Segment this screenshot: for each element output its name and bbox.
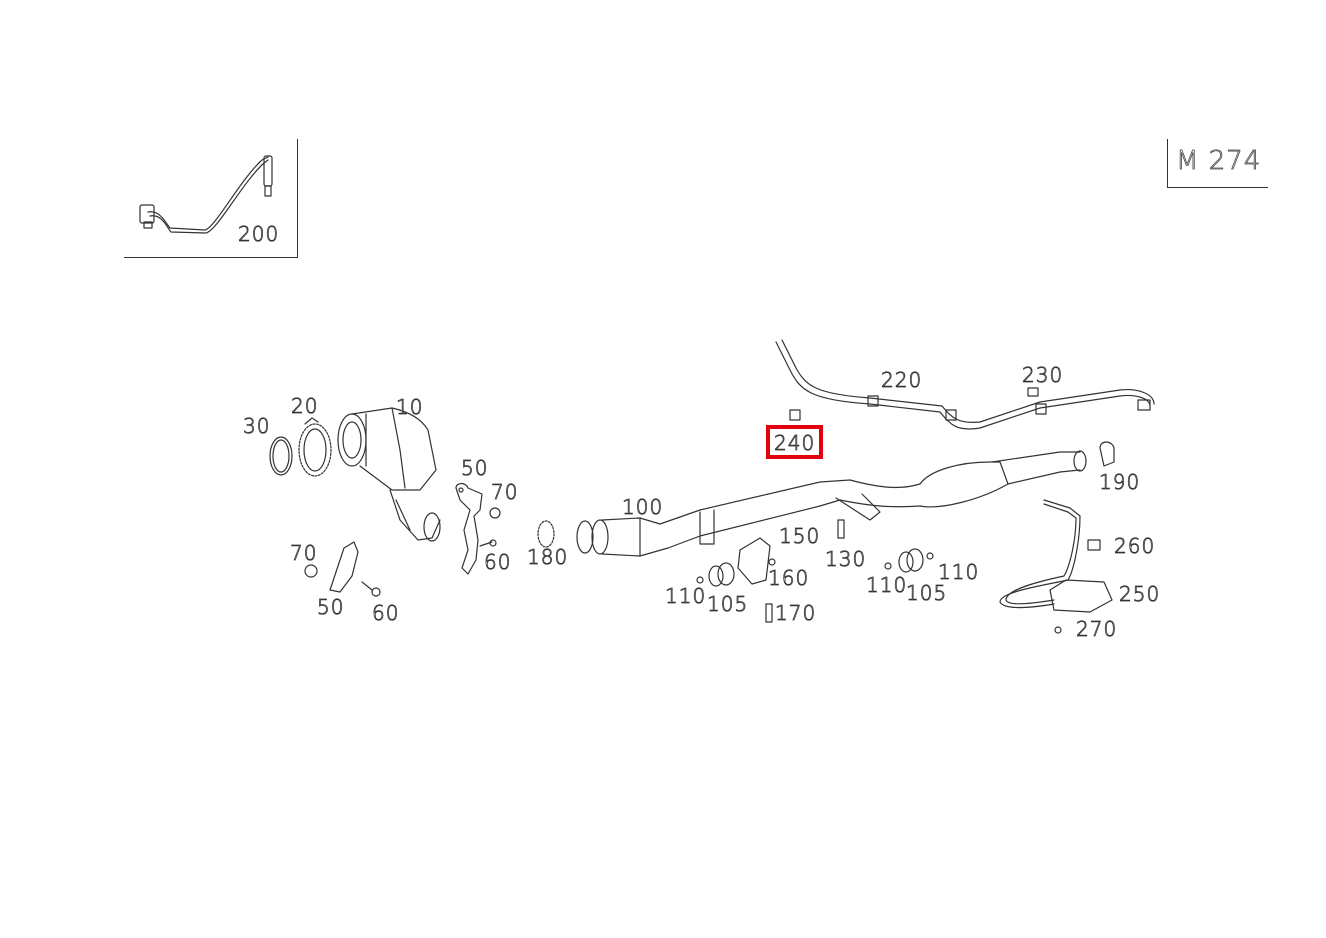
callout-150[interactable]: 150 (779, 524, 821, 548)
catalytic-converter-drawing (337, 407, 441, 542)
callout-105-right[interactable]: 105 (906, 581, 948, 605)
engine-code-frame-bottom (1167, 187, 1268, 188)
callout-110-right[interactable]: 110 (938, 560, 980, 584)
middle-muffler-drawing (835, 450, 1087, 521)
callout-270[interactable]: 270 (1076, 617, 1118, 641)
front-pipe-drawing (576, 479, 851, 557)
clamp-180-drawing (537, 520, 555, 548)
mount-hardware-drawing (696, 519, 934, 623)
bracket-upper-drawing (455, 482, 501, 575)
callout-100[interactable]: 100 (622, 495, 664, 519)
callout-220[interactable]: 220 (881, 368, 923, 392)
bracket-lower-drawing (304, 541, 381, 597)
inset-frame-right (297, 139, 298, 258)
inset-sensor-drawing (139, 155, 273, 234)
callout-60-lower[interactable]: 60 (372, 601, 400, 625)
nox-sensor-drawing (999, 499, 1113, 634)
callout-260[interactable]: 260 (1114, 534, 1156, 558)
cable-harness-drawing (775, 339, 1155, 430)
callout-110-mid[interactable]: 110 (866, 573, 908, 597)
callout-230[interactable]: 230 (1022, 363, 1064, 387)
callout-160[interactable]: 160 (768, 566, 810, 590)
callout-20[interactable]: 20 (291, 394, 319, 418)
callout-70-upper[interactable]: 70 (491, 480, 519, 504)
callout-180[interactable]: 180 (527, 545, 569, 569)
clamp-190-drawing (1099, 441, 1115, 467)
callout-200[interactable]: 200 (238, 222, 280, 246)
callout-10[interactable]: 10 (396, 395, 424, 419)
callout-110-left[interactable]: 110 (665, 584, 707, 608)
inset-frame-bottom (124, 257, 298, 258)
callout-240-selected[interactable]: 240 (765, 425, 824, 459)
callout-50-lower[interactable]: 50 (317, 595, 345, 619)
callout-50-upper[interactable]: 50 (461, 456, 489, 480)
callout-170[interactable]: 170 (775, 601, 817, 625)
callout-105-left[interactable]: 105 (707, 592, 749, 616)
callout-190[interactable]: 190 (1099, 470, 1141, 494)
callout-30[interactable]: 30 (243, 414, 271, 438)
clamp-and-ring-drawing (269, 417, 332, 477)
callout-250[interactable]: 250 (1119, 582, 1161, 606)
engine-code-frame-left (1167, 139, 1168, 188)
callout-60-upper[interactable]: 60 (484, 550, 512, 574)
callout-130[interactable]: 130 (825, 547, 867, 571)
callout-70-lower[interactable]: 70 (290, 541, 318, 565)
engine-code-label: M 274 (1176, 146, 1262, 176)
